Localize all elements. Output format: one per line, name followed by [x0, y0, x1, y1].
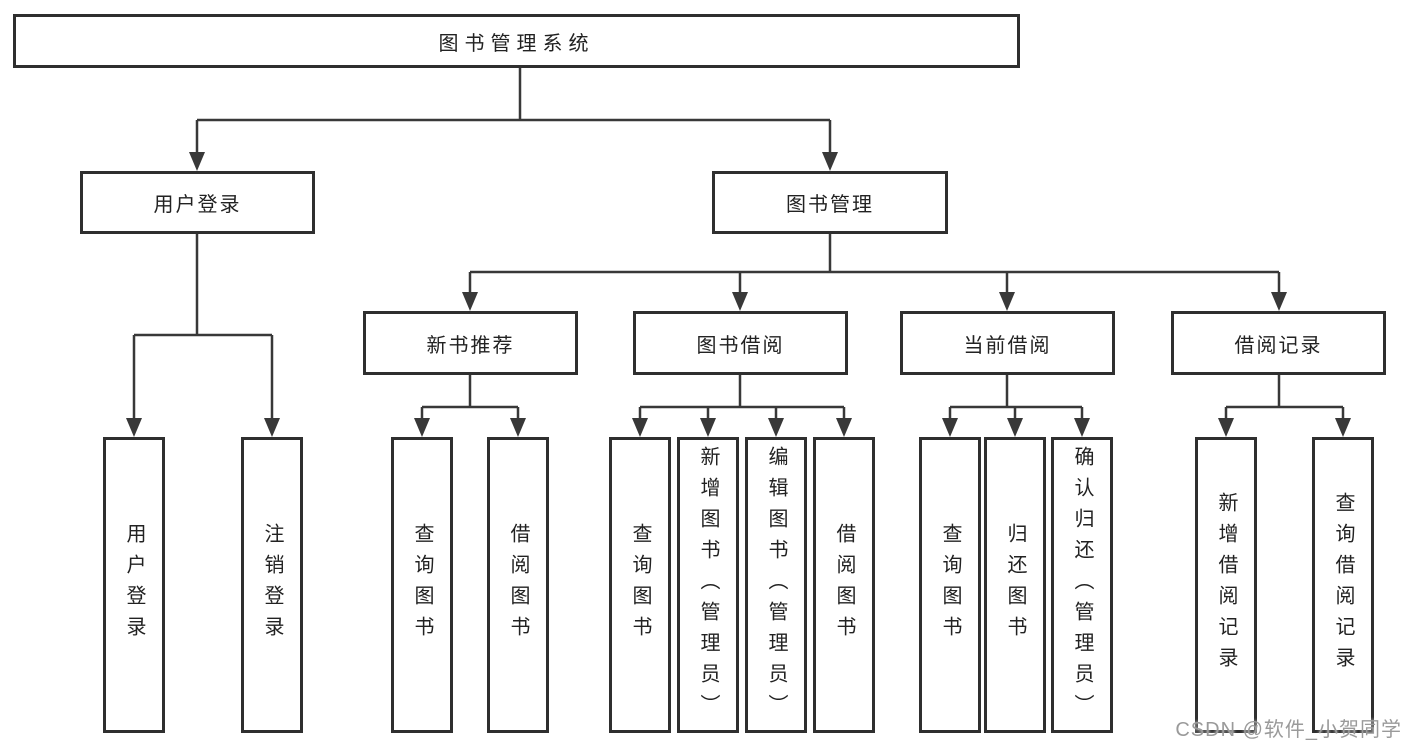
leaf-query-books-current: 查询图书 — [919, 437, 981, 733]
arrowheads — [126, 152, 1351, 437]
arrowhead-icon — [822, 152, 838, 171]
leaf-user-login: 用户登录 — [103, 437, 165, 733]
node-book-management: 图书管理 — [712, 171, 948, 234]
node-book-borrowing: 图书借阅 — [633, 311, 848, 375]
leaf-add-books-admin: 新增图书（管理员） — [677, 437, 739, 733]
arrowhead-icon — [462, 292, 478, 311]
leaf-confirm-return-admin: 确认归还（管理员） — [1051, 437, 1113, 733]
leaf-logout: 注销登录 — [241, 437, 303, 733]
leaf-borrow-books-recommend: 借阅图书 — [487, 437, 549, 733]
node-root: 图书管理系统 — [13, 14, 1020, 68]
leaf-edit-books-admin: 编辑图书（管理员） — [745, 437, 807, 733]
arrowhead-icon — [768, 418, 784, 437]
node-borrowing-records: 借阅记录 — [1171, 311, 1386, 375]
arrowhead-icon — [510, 418, 526, 437]
arrowhead-icon — [189, 152, 205, 171]
leaf-query-books-recommend: 查询图书 — [391, 437, 453, 733]
leaf-query-borrow-record: 查询借阅记录 — [1312, 437, 1374, 733]
arrowhead-icon — [1007, 418, 1023, 437]
arrowhead-icon — [999, 292, 1015, 311]
leaf-borrow-books: 借阅图书 — [813, 437, 875, 733]
arrowhead-icon — [632, 418, 648, 437]
csdn-watermark: CSDN @软件_小贺同学 — [1175, 719, 1402, 741]
arrowhead-icon — [700, 418, 716, 437]
arrowhead-icon — [836, 418, 852, 437]
node-user-login: 用户登录 — [80, 171, 315, 234]
leaf-return-books: 归还图书 — [984, 437, 1046, 733]
leaf-add-borrow-record: 新增借阅记录 — [1195, 437, 1257, 733]
arrowhead-icon — [264, 418, 280, 437]
arrowhead-icon — [942, 418, 958, 437]
leaf-query-books-borrowing: 查询图书 — [609, 437, 671, 733]
arrowhead-icon — [414, 418, 430, 437]
arrowhead-icon — [1218, 418, 1234, 437]
arrowhead-icon — [732, 292, 748, 311]
arrowhead-icon — [1271, 292, 1287, 311]
node-new-book-recommend: 新书推荐 — [363, 311, 578, 375]
arrowhead-icon — [1074, 418, 1090, 437]
arrowhead-icon — [126, 418, 142, 437]
arrowhead-icon — [1335, 418, 1351, 437]
connector-path — [132, 67, 1345, 422]
node-current-borrowing: 当前借阅 — [900, 311, 1115, 375]
